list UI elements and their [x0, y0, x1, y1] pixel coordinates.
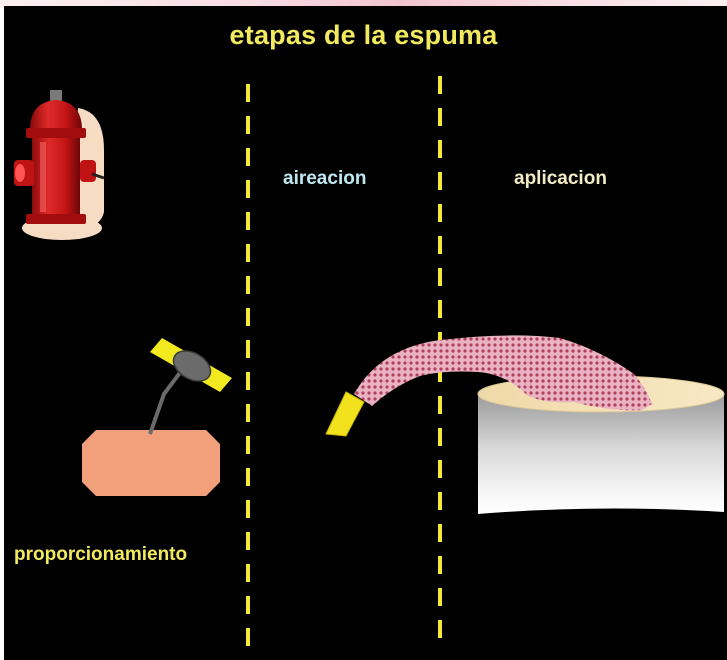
eductor-icon	[148, 338, 232, 435]
fire-hydrant-icon	[14, 90, 105, 240]
foam-stream-icon	[354, 335, 652, 411]
stage-label-aireacion: aireacion	[283, 168, 367, 189]
stage-label-aplicacion: aplicacion	[514, 168, 607, 189]
stage-label-proporcionamiento: proporcionamiento	[14, 544, 188, 565]
foam-nozzle-icon	[325, 391, 365, 437]
diagram-title: etapas de la espuma	[229, 20, 498, 50]
slide	[4, 6, 727, 660]
proportioner-tank-icon	[82, 430, 220, 496]
top-strip	[0, 0, 727, 8]
